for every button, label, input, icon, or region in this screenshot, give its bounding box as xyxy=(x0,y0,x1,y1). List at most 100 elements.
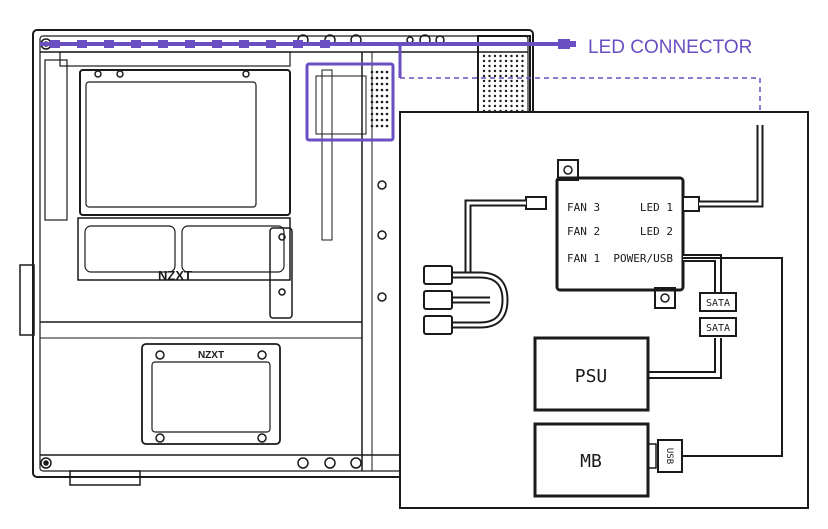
hub-vent-dot xyxy=(370,76,374,80)
grill-dot xyxy=(482,59,486,63)
hub-vent-dot xyxy=(375,88,379,92)
grill-dot xyxy=(510,79,513,83)
rear-vent-grill xyxy=(482,54,524,113)
grill-dot xyxy=(493,54,497,58)
grill-dot xyxy=(488,79,491,83)
port-label-fan1: FAN 1 xyxy=(567,252,600,265)
grill-dot xyxy=(493,64,497,68)
grill-dot xyxy=(515,89,519,93)
case-brand-logo-top: NZXT xyxy=(158,268,192,283)
led-controller-box xyxy=(555,159,685,309)
hub-vent-dot xyxy=(370,100,374,104)
led-strip-segment xyxy=(320,40,330,48)
hub-vent-dot xyxy=(370,70,374,74)
pc-case-side-view xyxy=(19,29,534,486)
grill-dot xyxy=(521,74,524,78)
grill-dot xyxy=(504,74,508,78)
led-strip-segment xyxy=(212,40,222,48)
grill-dot xyxy=(510,99,513,103)
grill-dot xyxy=(521,89,524,93)
grill-dot xyxy=(521,54,524,58)
grill-dot xyxy=(521,84,524,88)
hub-vent-dot xyxy=(375,70,379,74)
grill-dot xyxy=(499,99,502,103)
hub-vent-dot xyxy=(385,70,389,74)
grill-dot xyxy=(515,94,519,98)
grill-dot xyxy=(499,54,502,58)
hub-vent-dot xyxy=(375,106,379,110)
hub-vent-dot xyxy=(380,70,384,74)
led-controller-highlight xyxy=(305,62,395,142)
case-screw-holes xyxy=(40,34,445,469)
usb-header-connector: USB xyxy=(647,439,683,473)
grill-dot xyxy=(515,104,519,108)
grill-dot xyxy=(482,64,486,68)
grill-dot xyxy=(510,84,513,88)
grill-dot xyxy=(488,74,491,78)
grill-dot xyxy=(488,104,491,108)
grill-dot xyxy=(504,54,508,58)
led-connector-label: LED CONNECTOR xyxy=(588,37,752,58)
power-usb-cable xyxy=(648,254,783,457)
grill-dot xyxy=(504,104,508,108)
grill-dot xyxy=(499,94,502,98)
port-label-led1: LED 1 xyxy=(640,201,673,214)
led-strip-segment xyxy=(50,40,60,48)
led-strip-segment xyxy=(131,40,141,48)
port-label-fan2: FAN 2 xyxy=(567,225,600,238)
grill-dot xyxy=(521,94,524,98)
led-strip-segment xyxy=(293,40,303,48)
hub-vent-dot xyxy=(385,112,389,116)
grill-dot xyxy=(488,54,491,58)
hub-vent-dot xyxy=(370,94,374,98)
grill-dot xyxy=(504,69,508,73)
usb-label: USB xyxy=(664,448,674,464)
grill-dot xyxy=(510,59,513,63)
grill-dot xyxy=(499,84,502,88)
grill-dot xyxy=(510,74,513,78)
case-brand-logo-bottom: NZXT xyxy=(198,350,224,361)
hub-vent-dot xyxy=(380,106,384,110)
grill-dot xyxy=(482,104,486,108)
motherboard-box: MB xyxy=(533,422,650,498)
hub-vent-dot xyxy=(385,94,389,98)
grill-dot xyxy=(488,59,491,63)
grill-dot xyxy=(482,89,486,93)
hub-vent-dot xyxy=(375,94,379,98)
grill-dot xyxy=(521,99,524,103)
hub-vent-dot xyxy=(380,112,384,116)
hub-vent-dot xyxy=(385,76,389,80)
hub-vent-dot xyxy=(370,106,374,110)
hub-vent-dot xyxy=(370,88,374,92)
hub-vent-dot xyxy=(385,88,389,92)
grill-dot xyxy=(482,84,486,88)
grill-dot xyxy=(504,79,508,83)
hub-vent-dot xyxy=(385,124,389,128)
grill-dot xyxy=(504,94,508,98)
grill-dot xyxy=(510,69,513,73)
grill-dot xyxy=(515,79,519,83)
grill-dot xyxy=(515,54,519,58)
hub-vent-dot xyxy=(380,94,384,98)
grill-dot xyxy=(504,64,508,68)
led-connector-callout: LED CONNECTOR xyxy=(400,37,761,112)
grill-dot xyxy=(515,84,519,88)
hub-vent-dot xyxy=(385,100,389,104)
grill-dot xyxy=(515,64,519,68)
grill-dot xyxy=(499,104,502,108)
grill-dot xyxy=(488,94,491,98)
hub-vent-dot xyxy=(380,76,384,80)
led-strip xyxy=(40,40,560,142)
hub-vent-dot xyxy=(370,82,374,86)
hub-vent-dot xyxy=(370,124,374,128)
grill-dot xyxy=(493,79,497,83)
grill-dot xyxy=(488,89,491,93)
hub-vent-dot xyxy=(370,112,374,116)
grill-dot xyxy=(504,59,508,63)
grill-dot xyxy=(504,99,508,103)
sata-label-1: SATA xyxy=(706,298,730,309)
hub-vent-dot xyxy=(385,82,389,86)
grill-dot xyxy=(515,69,519,73)
psu-box: PSU xyxy=(533,336,650,412)
